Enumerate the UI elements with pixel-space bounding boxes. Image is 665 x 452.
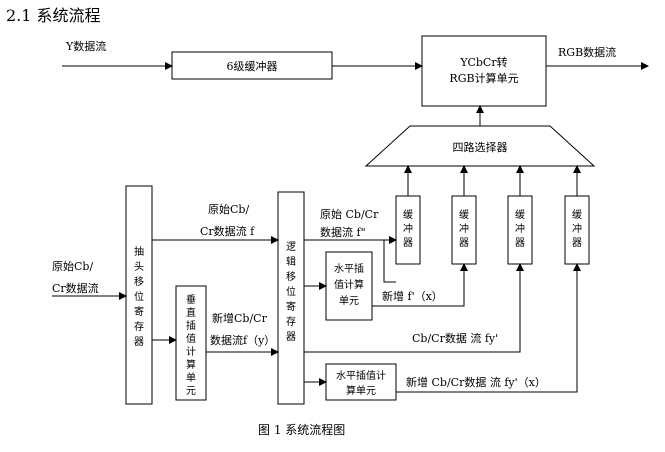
new-fyx-label: 新增 Cb/Cr数据 流 fy'（x）	[406, 375, 546, 389]
orig-f-label-2: Cr数据流 f	[200, 224, 255, 238]
orig-f2-label-1: 原始 Cb/Cr	[320, 207, 379, 221]
svg-text:算: 算	[186, 358, 196, 371]
fy-prime-label: Cb/Cr数据 流 fy'	[412, 331, 498, 345]
svg-text:寄: 寄	[286, 300, 296, 313]
hinterp2-label-1: 水平插值计	[336, 369, 386, 382]
section-heading: 2.1 系统流程	[6, 6, 101, 25]
svg-text:器: 器	[403, 237, 413, 249]
svg-text:抽: 抽	[134, 245, 144, 258]
svg-text:元: 元	[186, 386, 196, 397]
svg-text:器: 器	[286, 331, 296, 343]
hinterp1-label-2: 值计算	[334, 278, 364, 291]
svg-text:存: 存	[134, 320, 144, 333]
converter-label-1: YCbCr转	[459, 55, 507, 69]
svg-text:单: 单	[186, 372, 196, 384]
y-stream-label: Y数据流	[65, 39, 106, 53]
svg-text:存: 存	[286, 315, 296, 328]
svg-text:值: 值	[186, 332, 196, 345]
mux-trapezoid	[364, 125, 596, 167]
svg-text:冲: 冲	[515, 222, 525, 235]
buffer-2: 缓 冲 器	[451, 195, 477, 265]
new-fy-label-2: 数据流f（y）	[210, 333, 275, 347]
svg-text:寄: 寄	[134, 305, 144, 318]
fy-prime-arrow	[304, 263, 524, 353]
svg-text:冲: 冲	[403, 222, 413, 235]
hinterp2-box	[325, 363, 397, 401]
svg-text:位: 位	[286, 285, 296, 298]
tap-shift-register-label: 抽 头 移 位 寄 存 器	[134, 245, 144, 348]
tap-shift-register-box	[125, 185, 153, 405]
svg-text:缓: 缓	[459, 208, 469, 221]
new-fyx-arrow	[396, 263, 581, 393]
svg-text:移: 移	[286, 270, 296, 283]
figure-caption: 图 1 系统流程图	[258, 422, 345, 437]
vinterp-box	[175, 285, 207, 401]
svg-text:冲: 冲	[459, 222, 469, 235]
logic-shift-register-label: 逻 辑 移 位 寄 存 器	[286, 241, 296, 343]
buffer-3: 缓 冲 器	[507, 195, 533, 265]
new-fx-label: 新增 f'（x）	[382, 289, 443, 303]
buffer-1: 缓 冲 器	[395, 195, 421, 265]
svg-text:直: 直	[186, 306, 196, 319]
orig-f-label-1: 原始Cb/	[208, 202, 249, 216]
orig-f2-label-2: 数据流 f"	[320, 225, 366, 239]
svg-text:器: 器	[459, 237, 469, 249]
buffer-4: 缓 冲 器	[564, 195, 590, 265]
hinterp1-label-3: 单元	[339, 295, 359, 307]
svg-text:缓: 缓	[572, 208, 582, 221]
orig-input-label-1: 原始Cb/	[52, 259, 93, 273]
converter-label-2: RGB计算单元	[449, 71, 518, 85]
mux-label: 四路选择器	[453, 140, 508, 154]
new-fy-label-1: 新增Cb/Cr	[212, 311, 268, 325]
svg-text:计: 计	[186, 345, 196, 358]
hinterp2-label-2: 算单元	[346, 384, 376, 397]
svg-text:插: 插	[186, 319, 196, 332]
buffer6-label: 6级缓冲器	[227, 59, 278, 73]
svg-text:器: 器	[134, 336, 144, 348]
svg-text:冲: 冲	[572, 222, 582, 235]
orig-input-label-2: Cr数据流	[52, 281, 99, 295]
vinterp-label: 垂 直 插 值 计 算 单 元	[186, 294, 196, 397]
svg-text:缓: 缓	[515, 208, 525, 221]
logic-shift-register-box	[277, 191, 305, 405]
converter-box	[421, 35, 547, 107]
svg-text:位: 位	[134, 290, 144, 303]
svg-text:缓: 缓	[403, 208, 413, 221]
hinterp1-box	[325, 251, 373, 321]
svg-text:移: 移	[134, 275, 144, 288]
buffer6-box	[171, 51, 333, 80]
hinterp1-label-1: 水平插	[334, 262, 364, 275]
svg-text:器: 器	[515, 237, 525, 249]
new-fx-arrow	[372, 263, 468, 307]
rgb-stream-label: RGB数据流	[558, 45, 616, 59]
svg-text:器: 器	[572, 237, 582, 249]
svg-text:垂: 垂	[186, 294, 196, 306]
svg-text:辑: 辑	[286, 255, 296, 268]
svg-text:头: 头	[134, 261, 144, 273]
svg-text:逻: 逻	[286, 241, 296, 253]
